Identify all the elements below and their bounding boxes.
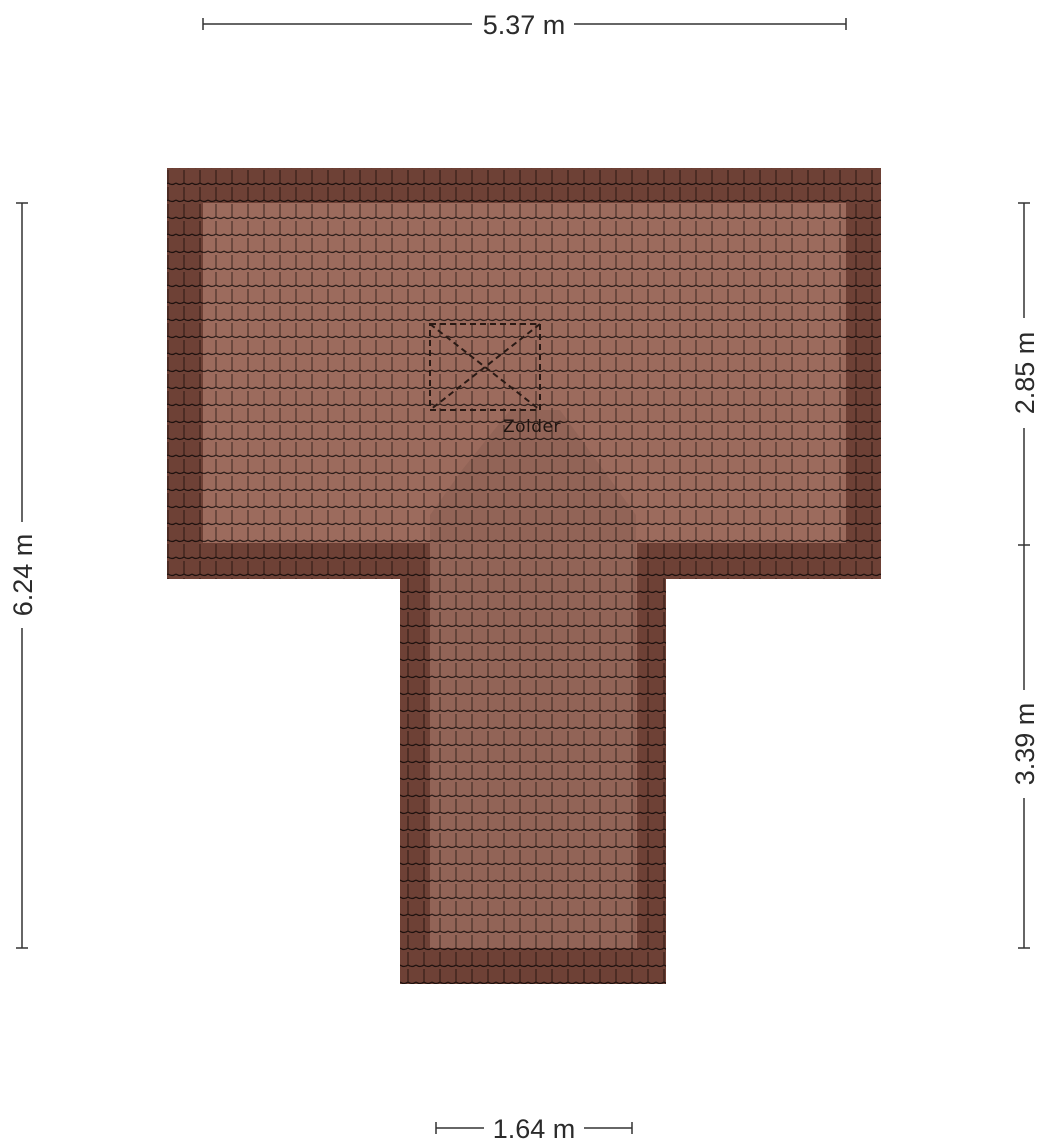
roof-hatch-icon	[429, 323, 541, 411]
dimension-bottom-label: 1.64 m	[493, 1114, 576, 1140]
dimension-top	[202, 18, 847, 30]
roof-ridge	[430, 410, 636, 948]
dimension-top-label: 5.37 m	[483, 10, 566, 40]
dimension-left-label: 6.24 m	[8, 534, 38, 617]
dimension-right-upper-label: 2.85 m	[1010, 332, 1039, 415]
dimension-left	[16, 202, 28, 949]
roof-surface	[203, 203, 846, 948]
dimension-right	[1018, 202, 1030, 949]
room-label: Zolder	[503, 417, 561, 437]
roof-plan	[167, 168, 881, 984]
dimension-bottom	[435, 1122, 633, 1134]
dimension-right-lower-label: 3.39 m	[1010, 703, 1039, 786]
